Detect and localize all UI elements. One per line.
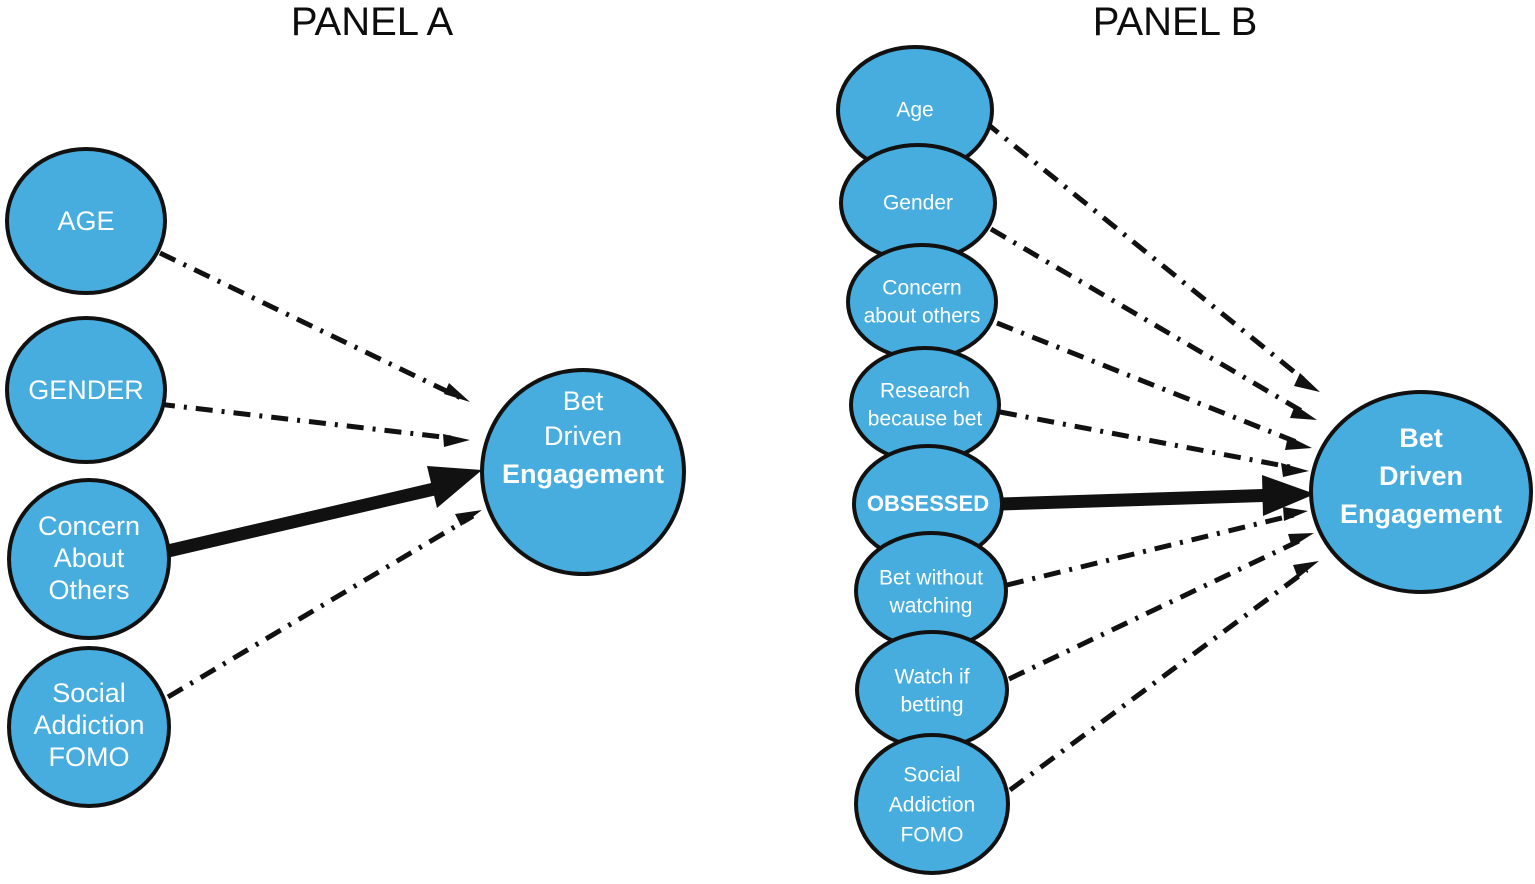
panel-a-node-bet-driven-engagement[interactable]: Bet Driven Engagement <box>480 368 686 576</box>
panel-b-node-research-because-bet[interactable]: Research because bet <box>849 346 1001 464</box>
panel-b-outcome-line-3: Engagement <box>1340 499 1502 529</box>
panel-a-outcome-line-1: Bet <box>563 386 604 416</box>
panel-b-node-social-addiction-fomo[interactable]: Social Addiction FOMO <box>854 733 1010 875</box>
panel-a-edge-gender[interactable] <box>157 401 470 447</box>
panel-b-node-social-addiction-fomo-line-1: Social <box>903 764 960 787</box>
panel-a-node-concern-about-others-line-3: Others <box>48 575 129 605</box>
panel-a-node-gender-label: GENDER <box>28 375 144 405</box>
panel-b-node-watch-if-betting-line-2: betting <box>900 694 963 717</box>
panel-b-edge-research-because-bet[interactable] <box>999 409 1309 477</box>
panel-b-nodes: Age Gender Concern about others Research… <box>836 45 1533 875</box>
panel-b-edge-gender[interactable] <box>989 226 1317 420</box>
panel-a-node-social-addiction-fomo[interactable]: Social Addiction FOMO <box>7 646 171 808</box>
panel-a-edge-age[interactable] <box>158 250 470 402</box>
panel-b-title: PANEL B <box>1093 0 1258 44</box>
panel-a-node-social-addiction-fomo-line-3: FOMO <box>49 742 130 772</box>
panel-b-edge-social-addiction-fomo[interactable] <box>1008 561 1319 793</box>
panel-a-node-social-addiction-fomo-line-1: Social <box>52 678 126 708</box>
panel-b-node-bet-driven-engagement[interactable]: Bet Driven Engagement <box>1309 390 1533 594</box>
panel-b-edge-obsessed[interactable] <box>999 475 1315 516</box>
panel-a-node-concern-about-others[interactable]: Concern About Others <box>7 478 171 640</box>
panel-a-outcome-line-2: Driven <box>544 421 622 451</box>
panel-b-edge-watch-if-betting[interactable] <box>1007 533 1314 682</box>
panel-a-node-age-label: AGE <box>57 206 114 236</box>
panel-a-node-age[interactable]: AGE <box>5 147 167 295</box>
panel-b-outcome-line-2: Driven <box>1379 461 1463 491</box>
panel-a-node-concern-about-others-line-1: Concern <box>38 511 140 541</box>
panel-b-node-obsessed-label: OBSESSED <box>867 491 989 516</box>
panel-b-node-research-because-bet-line-1: Research <box>880 380 970 403</box>
panel-b-edges <box>983 120 1320 793</box>
panel-a-node-concern-about-others-line-2: About <box>54 543 125 573</box>
panel-a-edges <box>157 250 482 700</box>
panel-a-node-gender[interactable]: GENDER <box>5 316 167 464</box>
panel-b-node-social-addiction-fomo-line-2: Addiction <box>889 794 975 817</box>
panel-b-node-age-label: Age <box>896 99 933 122</box>
panel-a-nodes: AGE GENDER Concern About Others Social A… <box>5 147 686 808</box>
panel-b-node-bet-without-watching-line-1: Bet without <box>879 567 983 590</box>
panel-a-node-social-addiction-fomo-line-2: Addiction <box>33 710 144 740</box>
panel-b-node-gender-label: Gender <box>883 192 953 215</box>
panel-a-outcome-line-3: Engagement <box>502 459 664 489</box>
panel-b-outcome-line-1: Bet <box>1399 423 1443 453</box>
panel-b-node-watch-if-betting[interactable]: Watch if betting <box>855 630 1009 750</box>
panel-b-node-social-addiction-fomo-line-3: FOMO <box>901 824 964 847</box>
panel-a-edge-social-addiction-fomo[interactable] <box>166 510 482 700</box>
panel-b-node-concern-about-others-line-2: about others <box>864 305 981 328</box>
panel-b-node-research-because-bet-line-2: because bet <box>868 408 983 431</box>
panel-b-node-obsessed[interactable]: OBSESSED <box>852 444 1004 564</box>
panel-a-title: PANEL A <box>291 0 454 44</box>
panel-b-node-watch-if-betting-line-1: Watch if <box>894 666 969 689</box>
panel-b-node-concern-about-others[interactable]: Concern about others <box>846 243 998 361</box>
panel-b-edge-concern-about-others[interactable] <box>996 320 1312 450</box>
panel-b-node-concern-about-others-line-1: Concern <box>882 277 961 300</box>
panel-b-edge-bet-without-watching[interactable] <box>1006 507 1308 588</box>
panel-a-edge-concern-about-others[interactable] <box>166 466 482 558</box>
panel-b-edge-age[interactable] <box>983 120 1320 392</box>
panel-b-node-gender[interactable]: Gender <box>839 143 997 263</box>
panel-b-node-bet-without-watching-line-2: watching <box>889 595 973 618</box>
panel-b-node-bet-without-watching[interactable]: Bet without watching <box>854 531 1008 651</box>
